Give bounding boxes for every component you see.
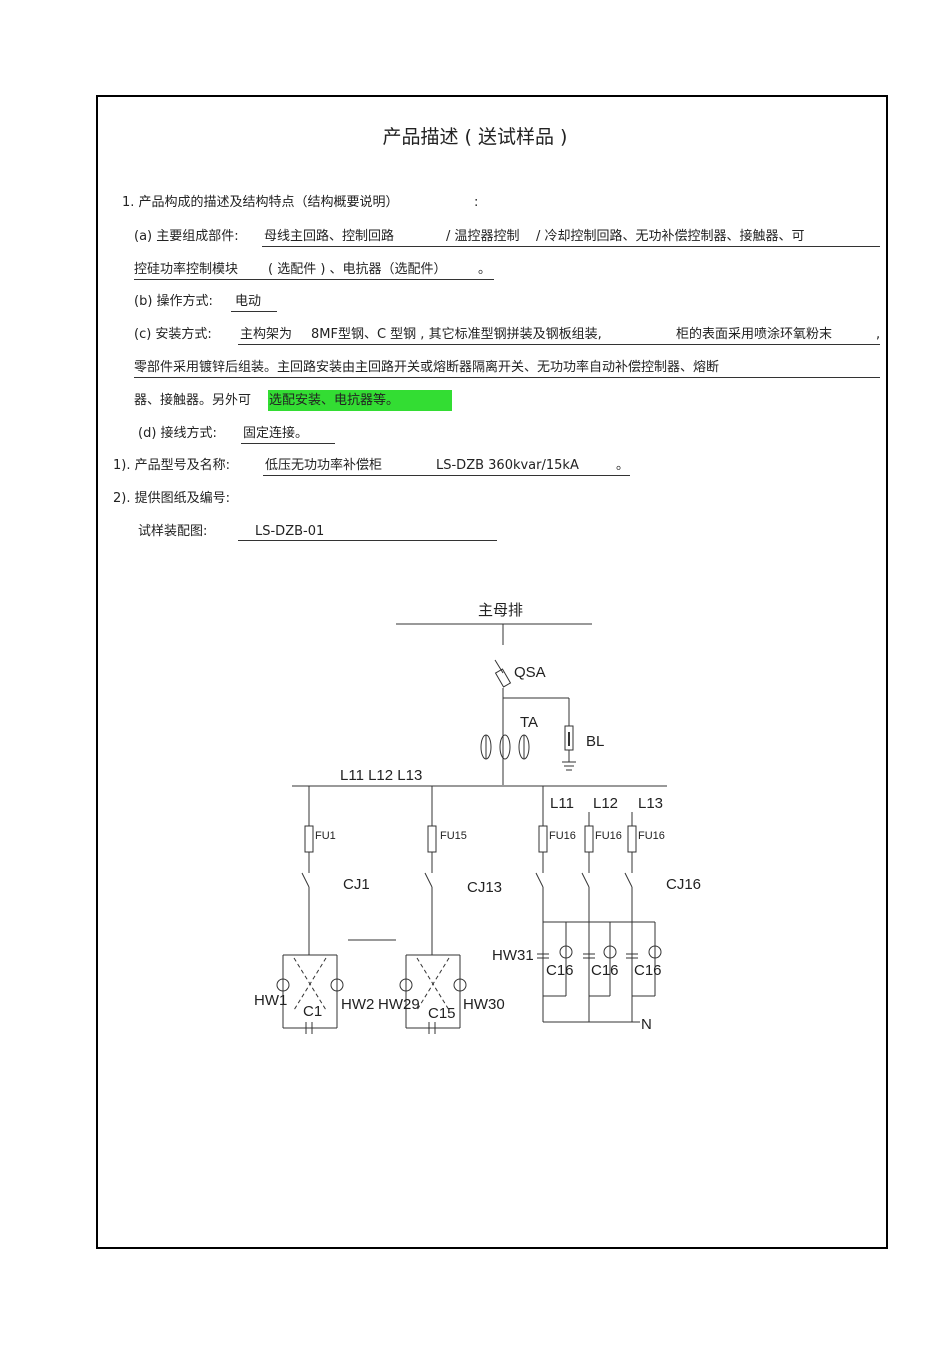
- item-c-underline2: [134, 377, 880, 378]
- item-a-line1: 母线主回路、控制回路: [264, 229, 395, 244]
- item-a-line1b: / 温控器控制: [446, 229, 520, 244]
- l12-label: L12: [593, 795, 618, 812]
- item1-end: 。: [616, 458, 630, 473]
- section1-heading-colon: :: [474, 195, 479, 210]
- fu16-symbol-3: [627, 825, 637, 853]
- c16-label-1: C16: [546, 962, 574, 979]
- hw1-label: HW1: [254, 992, 287, 1009]
- item-a-line1c: / 冷却控制回路、无功补偿控制器、接触器、可: [536, 229, 805, 244]
- hw1-lamp: [276, 978, 290, 992]
- hw31-lamp-2: [603, 945, 617, 959]
- item-a-line2b: ( 选配件 ) 、电抗器（选配件）: [268, 262, 447, 277]
- drawing-underline: [238, 540, 497, 541]
- bl-label: BL: [586, 733, 604, 750]
- item2-label: 2). 提供图纸及编号:: [113, 491, 230, 506]
- item-c-line3a: 器、接触器。另外可: [134, 393, 252, 408]
- fu15-symbol: [427, 825, 437, 853]
- item-a-line2: 控硅功率控制模块: [134, 262, 239, 277]
- bus-phases-label: L11 L12 L13: [340, 767, 422, 784]
- item-d-label: (d) 接线方式:: [138, 426, 217, 441]
- hw29-label: HW29: [378, 996, 420, 1013]
- item-a-underline2: [134, 279, 494, 280]
- item-c-line3b: 选配安装、电抗器等。: [269, 393, 400, 408]
- drawing-label: 试样装配图:: [138, 524, 208, 539]
- section1-heading: 1. 产品构成的描述及结构特点（结构概要说明）: [122, 195, 399, 210]
- c16-label-3: C16: [634, 962, 662, 979]
- l13-label: L13: [638, 795, 663, 812]
- cj16-label: CJ16: [666, 876, 701, 893]
- hw2-label: HW2: [341, 996, 374, 1013]
- item-a-label: (a) 主要组成部件:: [134, 229, 239, 244]
- busbar-label: 主母排: [478, 602, 523, 619]
- item-c-underline1: [238, 344, 880, 345]
- fu1-symbol: [304, 825, 314, 853]
- ta-ct-2: [499, 734, 511, 760]
- item1-model: LS-DZB 360kvar/15kA: [436, 458, 579, 473]
- ta-label: TA: [520, 714, 538, 731]
- qsa-fuse-symbol: [494, 668, 512, 688]
- item-c-line1c: 柜的表面采用喷涂环氧粉末: [676, 327, 833, 342]
- c1-label: C1: [303, 1003, 322, 1020]
- item-b-underline: [231, 311, 277, 312]
- qsa-label: QSA: [514, 664, 546, 681]
- item-c-line2: 零部件采用镀锌后组装。主回路安装由主回路开关或熔断器隔离开关、无功功率自动补偿控…: [134, 360, 720, 375]
- document-title: 产品描述 ( 送试样品 ): [382, 126, 568, 148]
- n-label: N: [641, 1016, 652, 1033]
- item-c-line1: 主构架为: [240, 327, 293, 342]
- item-b-label: (b) 操作方式:: [134, 294, 213, 309]
- cj1-label: CJ1: [343, 876, 370, 893]
- item-b-value: 电动: [235, 294, 262, 309]
- fu1-label: FU1: [315, 830, 336, 842]
- hw31-lamp-3: [648, 945, 662, 959]
- hw2-lamp: [330, 978, 344, 992]
- document-frame: [96, 95, 888, 1249]
- item1-underline: [263, 475, 630, 476]
- hw31-label: HW31: [492, 947, 534, 964]
- fu16-label-2: FU16: [595, 830, 622, 842]
- item-c-line1b: 8MF型钢、C 型钢 , 其它标准型钢拼装及钢板组装,: [311, 327, 602, 342]
- item-c-label: (c) 安装方式:: [134, 327, 212, 342]
- item-c-line1d: ,: [876, 327, 881, 342]
- cj13-label: CJ13: [467, 879, 502, 896]
- c16-label-2: C16: [591, 962, 619, 979]
- highlight-mark: [268, 390, 452, 411]
- l11-label: L11: [550, 795, 574, 812]
- item-a-underline1: [262, 246, 880, 247]
- c15-label: C15: [428, 1005, 456, 1022]
- item-a-line2c: 。: [478, 262, 492, 277]
- item1-value: 低压无功功率补偿柜: [265, 458, 383, 473]
- fu16-symbol-1: [538, 825, 548, 853]
- item-d-underline: [241, 443, 335, 444]
- hw31-lamp-1: [559, 945, 573, 959]
- hw29-lamp: [399, 978, 413, 992]
- hw30-lamp: [453, 978, 467, 992]
- fu16-label-3: FU16: [638, 830, 665, 842]
- fu15-label: FU15: [440, 830, 467, 842]
- drawing-value: LS-DZB-01: [255, 524, 325, 539]
- item-d-value: 固定连接。: [243, 426, 309, 441]
- fu16-label-1: FU16: [549, 830, 576, 842]
- fu16-symbol-2: [584, 825, 594, 853]
- item1-label: 1). 产品型号及名称:: [113, 458, 230, 473]
- hw30-label: HW30: [463, 996, 505, 1013]
